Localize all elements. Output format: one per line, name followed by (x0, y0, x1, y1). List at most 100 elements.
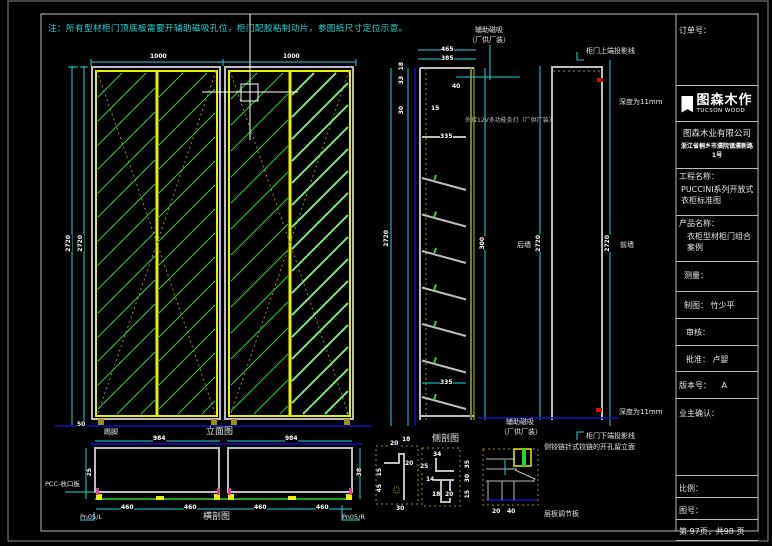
hatch-line (158, 184, 216, 242)
hatch-line (230, 119, 289, 178)
shelf-stop (433, 174, 437, 182)
detail-dim: 30 (464, 474, 471, 483)
company-address: 浙江省桐乡市濮院镇濮新路1号 (680, 143, 753, 159)
cad-crosshair-cursor[interactable] (202, 14, 298, 140)
back-panel-label: 后墙 (517, 241, 531, 249)
right-tag: Pn05/R (342, 513, 365, 521)
hatch-line (116, 375, 156, 415)
detail-dim: 30 (396, 505, 405, 512)
shelf (421, 323, 467, 337)
hatch-line (253, 379, 289, 415)
hatch-line (230, 327, 289, 386)
dim-plan-984-right: 984 (285, 435, 298, 442)
version-label: 版本号： (679, 381, 711, 390)
detail-dim: 40 (507, 508, 516, 515)
project-label: 工程名称： (679, 172, 719, 181)
dim-plan-460-4: 460 (316, 504, 329, 511)
hatch-line (97, 87, 156, 146)
owner-confirm-cell: 业主确认： (676, 398, 758, 475)
depth-bottom-label: 深度为11mm (619, 408, 663, 416)
sheet-outer-border (7, 0, 769, 542)
company-name: 图森木业有限公司 (682, 129, 751, 139)
shelf-stop (433, 320, 437, 328)
detail-dim: 18 (402, 436, 411, 443)
hatch-line (230, 72, 258, 100)
logo-mark-icon (681, 95, 694, 113)
hatch-line (158, 160, 216, 218)
hatch-line (97, 207, 156, 266)
hatch-line (291, 258, 349, 316)
adjustable-feet (98, 419, 350, 425)
dim-width-right: 1000 (283, 53, 300, 60)
hatch-line (230, 301, 289, 360)
shelf (421, 250, 467, 264)
hatch-line (97, 231, 156, 290)
drawing-note: 注：所有型材柜门顶底板需要开辅助磁吸孔位，柜门配胶粘制动片，参图纸尺寸定位示意。 (48, 24, 408, 34)
hatch-line (230, 72, 284, 126)
approver-label: 批准： (686, 355, 710, 364)
hatch-line (158, 88, 216, 146)
glass-hatch (97, 72, 349, 415)
shelf-stop (433, 211, 437, 218)
detail-dim: 35 (464, 460, 471, 469)
hatch-line (97, 255, 156, 314)
drawing-no-label: 图号： (679, 506, 703, 515)
detail-dim: 20 (445, 491, 454, 498)
sheet-inner-border (40, 13, 759, 532)
hatch-line (230, 249, 289, 308)
scale-cell: 比例： (676, 475, 758, 497)
hatch-line (97, 72, 123, 98)
dim-plan-984-left: 984 (153, 435, 166, 442)
hatch-line (291, 280, 349, 338)
dim-side-33: 33 (398, 76, 405, 85)
hatch-line (97, 159, 156, 218)
opening-direction-lines (96, 70, 350, 417)
dim-plan-460-1: 460 (121, 504, 134, 511)
survey-label: 测量： (684, 271, 708, 280)
front-panel-label: 前墙 (620, 241, 634, 249)
bottom-hinge-line-label: 柜门下端投影线 (586, 432, 635, 440)
hatch-line (158, 280, 216, 338)
reviewer-cell: 审核： (676, 318, 758, 345)
detail-dim: 18 (432, 491, 441, 498)
survey-cell: 测量： (676, 261, 758, 286)
logo-text-cn: 图森木作 (696, 92, 753, 108)
hatch-line (230, 145, 289, 204)
version-value: A (721, 381, 728, 390)
hatch-line (279, 405, 289, 415)
detail-dim: 15 (376, 468, 383, 477)
door-right-frame (224, 66, 354, 420)
detail-dim: 14 (426, 476, 435, 483)
hatch-line (97, 303, 156, 362)
hinge-elevation-label: 侧铰链针式铰链的开孔留立面 (544, 443, 635, 451)
dim-side-40: 40 (452, 83, 461, 90)
order-no-cell: 订单号： (676, 13, 758, 85)
drawing-no-cell: 图号： (676, 497, 758, 519)
hatch-line (291, 126, 349, 184)
hatch-line (230, 353, 289, 412)
profile-details (375, 445, 539, 507)
company-cell: 图森木业有限公司 浙江省桐乡市濮院镇濮新路1号 (676, 121, 758, 168)
project-value: PUCCINI系列开放式衣柜标准图 (681, 185, 754, 205)
hatch-line (158, 72, 208, 122)
drafter-cell: 制图： 竹少平 (676, 291, 758, 318)
dim-height-inner: 2720 (77, 235, 84, 252)
detail-dim: 34 (433, 451, 442, 458)
shelf-stop (433, 393, 437, 401)
hatch-line (97, 351, 156, 410)
detail-dim: 20 (405, 460, 414, 467)
page-info-cell: 第 97页，共98 页 (676, 519, 758, 541)
dim-side-18: 18 (398, 62, 405, 71)
factory-supplied-bottom-label: （厂供厂装） (500, 428, 542, 436)
hatch-line (230, 93, 289, 152)
hatch-line (201, 400, 216, 415)
detail-dim: 15 (464, 490, 471, 499)
hatch-line (291, 170, 349, 228)
dim-cabinet-height: 2720 (604, 235, 611, 252)
hatch-line (158, 328, 216, 386)
side-section (390, 45, 520, 426)
hatch-line (291, 104, 349, 162)
dim-inner-height: 300 (479, 237, 486, 250)
dim-height-outer: 2720 (65, 235, 72, 252)
dim-side-15: 15 (431, 105, 440, 112)
